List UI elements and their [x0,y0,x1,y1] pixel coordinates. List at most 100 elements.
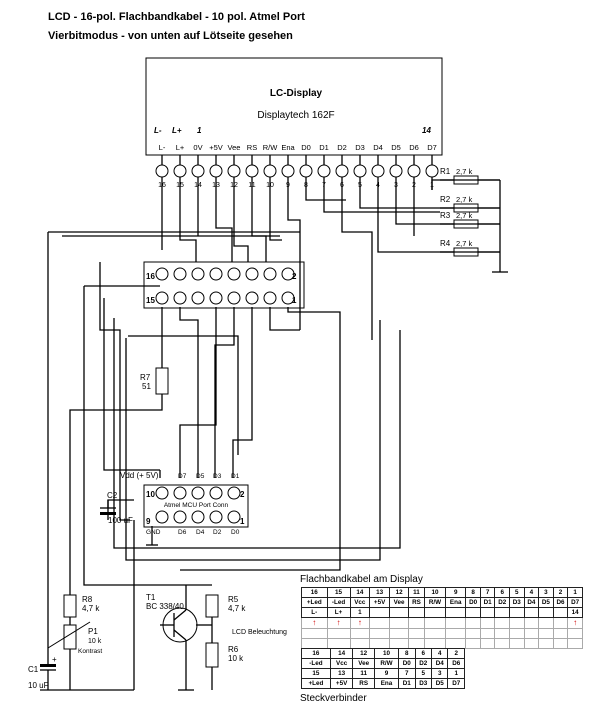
c2-value: 100 uF [108,516,133,525]
r6-name: R6 [228,645,239,654]
flachband-pin-number: 12 [389,587,410,598]
stecker-pin-label: D1 [398,678,416,689]
p1-name: P1 [88,627,98,636]
stecker-pin-number: 3 [430,668,449,679]
lcd-pin-number: 10 [266,182,274,189]
r5-name: R5 [228,595,239,604]
flachband-pin-label: +5V [369,597,391,608]
lcd-title: LC-Display [270,88,323,99]
stecker-pin-number: 14 [329,648,354,659]
resistor-r8 [63,594,77,618]
flachband-pin-label: R/W [423,597,447,608]
ribbon-pin-1-label: 1 [292,296,297,305]
mcu-pin [227,486,241,500]
lcd-pin [281,164,295,178]
mcu-label-d5: D5 [196,473,205,480]
stecker-pin-number: 11 [352,668,375,679]
flachband-pin-label: Vee [389,597,410,608]
lcd-pin-function: D7 [427,143,437,152]
flachband-pin-label: D0 [465,597,481,608]
lcd-pin [389,164,403,178]
ribbon-pin [155,267,169,281]
lcd-pin-function: D0 [301,143,311,152]
marker-arrow-icon: ↑ [573,618,578,627]
flachband-pin-number: 5 [509,587,525,598]
mcu-pin [191,486,205,500]
flachband-pin-extra [509,607,525,618]
mcu-label-d0: D0 [231,529,240,536]
flachband-pin-extra [369,607,391,618]
ribbon-pin [173,291,187,305]
resistor-r5 [205,594,219,618]
lcd-pin-function: +5V [209,143,223,152]
lcd-pin-function: D6 [409,143,419,152]
flachband-pin-number: 10 [423,587,447,598]
flachband-pin-extra [494,607,510,618]
stecker-pin-number: 8 [398,648,416,659]
ribbon-pin [173,267,187,281]
flachband-pin-extra [538,607,554,618]
flachband-pin-extra [423,607,447,618]
lcd-pin [227,164,241,178]
r6-value: 10 k [228,654,244,663]
lcd-pin-number: 15 [176,182,184,189]
stecker-pin-label: Vcc [329,658,354,669]
stecker-pin-number: 7 [398,668,416,679]
lcd-pin-function: RS [247,143,257,152]
stecker-pin-number: 1 [447,668,465,679]
lcd-pin-function: D1 [319,143,329,152]
ribbon-pin [191,267,205,281]
stecker-pin-number: 16 [301,648,331,659]
flachband-pin-extra: L+ [326,607,351,618]
flachband-pin-number: 7 [479,587,496,598]
mcu-pin [173,510,187,524]
flachband-pin-extra [479,607,496,618]
stecker-pin-label: -Led [301,658,331,669]
r7-name: R7 [140,373,151,382]
mcu-port-pins [155,486,241,524]
mcu-label-d3: D3 [213,473,222,480]
flachband-pin-extra [445,607,467,618]
lcd-pin-number: 13 [212,182,220,189]
lcd-pin [245,164,259,178]
mcu-label-d4: D4 [196,529,205,536]
mcu-label-gnd: GND [146,529,161,536]
lcd-pin-function: L+ [176,143,185,152]
r2-value: 2,7 k [456,195,473,204]
capacitor-c1 [40,640,56,690]
lcd-pin-number: 16 [158,182,166,189]
stecker-pin-number: 6 [414,648,432,659]
stecker-pin-label: RS [352,678,375,689]
lcd-pin-function: Vee [228,143,241,152]
t1-name: T1 [146,593,156,602]
flachband-caption: Flachbandkabel am Display [300,574,423,585]
t1-type: BC 338/40 [146,602,184,611]
marker-arrow-icon: ↑ [312,618,317,627]
ribbon-pin-16-label: 16 [146,272,155,281]
flachband-pin-number: 1 [567,587,583,598]
r8-value: 4,7 k [82,604,100,613]
mcu-pin [227,510,241,524]
r1-name: R1 [440,167,451,176]
lcd-pin-function: D4 [373,143,383,152]
flachband-pin-label: D2 [494,597,510,608]
stecker-pin-label: D3 [414,678,432,689]
r4-name: R4 [440,239,451,248]
mcu-vdd-label: Vdd (+ 5V) [120,471,159,480]
stecker-pin-number: 10 [373,648,400,659]
lcd-pin-function: D2 [337,143,347,152]
lcd-pin-number: 14 [194,182,202,189]
capacitor-c2 [100,500,116,515]
r8-name: R8 [82,595,93,604]
ribbon-pin-2-label: 2 [292,272,297,281]
r3-value: 2,7 k [456,211,473,220]
mcu-port-body [143,484,249,528]
flachband-pin-number: 8 [465,587,481,598]
lcd-pin [155,164,169,178]
stecker-pin-label: Ena [373,678,400,689]
stecker-pin-label: Vee [352,658,375,669]
mcu-pin [209,486,223,500]
